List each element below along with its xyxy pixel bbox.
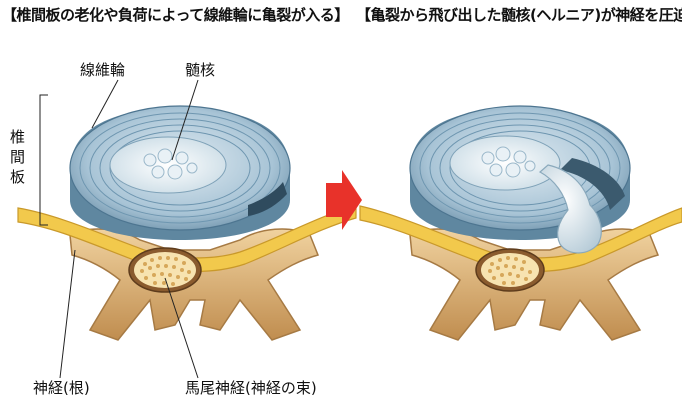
leader-nerve-root <box>59 249 76 379</box>
label-disc-3: 板 <box>10 168 25 186</box>
caption-right: 【亀裂から飛び出した髄核(ヘルニア)が神経を圧迫】 <box>356 6 682 24</box>
right-nucleus-texture <box>481 146 536 178</box>
leader-nucleus <box>171 79 199 161</box>
label-cauda: 馬尾神経(神経の束) <box>185 379 317 397</box>
right-cauda-dots <box>488 256 532 285</box>
label-disc-1: 椎 <box>10 128 25 146</box>
disc-bracket <box>39 94 48 226</box>
left-nucleus <box>109 136 227 194</box>
caption-left: 【椎間板の老化や負荷によって線維輪に亀裂が入る】 <box>2 6 349 24</box>
label-disc-2: 間 <box>10 148 25 166</box>
herniated-nucleus <box>538 164 602 254</box>
left-annulus-rings <box>79 112 281 224</box>
right-vertebra <box>359 105 682 341</box>
left-nucleus-texture <box>143 148 198 180</box>
left-cauda-bundle <box>134 252 196 288</box>
transition-arrow <box>326 170 362 230</box>
left-cauda-dots <box>140 256 191 286</box>
right-fissure <box>560 158 625 210</box>
right-nucleus <box>449 135 561 191</box>
label-nerve-root: 神経(根) <box>33 379 90 397</box>
leader-annulus <box>91 79 119 129</box>
right-annulus-rings <box>419 112 621 224</box>
leader-cauda <box>164 277 199 379</box>
label-annulus: 線維輪 <box>80 61 125 79</box>
left-crack <box>248 182 287 216</box>
left-vertebra <box>17 105 357 341</box>
label-nucleus: 髄核 <box>185 61 215 79</box>
